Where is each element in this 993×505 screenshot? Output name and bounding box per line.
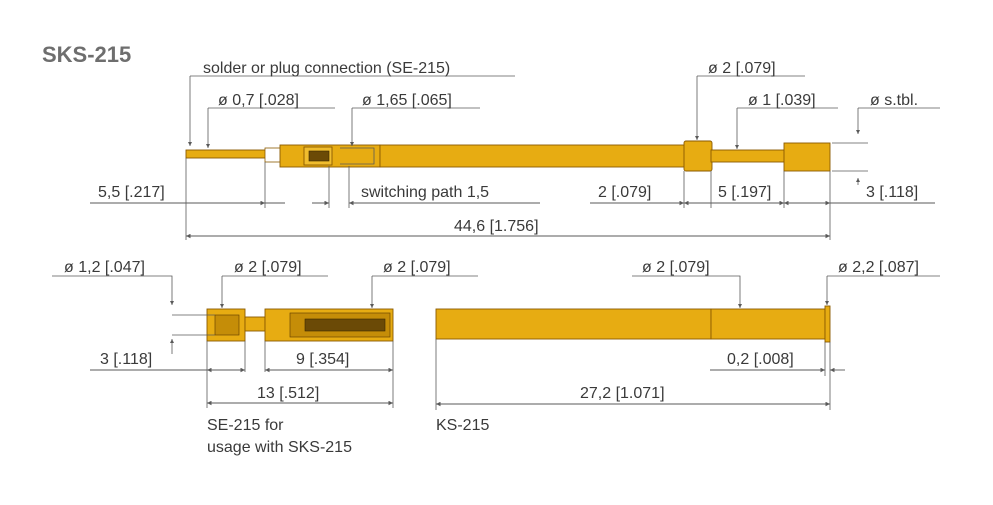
ks-caption: KS-215 bbox=[436, 417, 489, 434]
d2-ks-label: ø 2 [.079] bbox=[642, 259, 710, 276]
d1-label: ø 1 [.039] bbox=[748, 92, 816, 109]
switching-label: switching path 1,5 bbox=[361, 184, 489, 201]
d2-se-b-label: ø 2 [.079] bbox=[383, 259, 451, 276]
shaft bbox=[710, 149, 786, 163]
d12-label: ø 1,2 [.047] bbox=[64, 259, 145, 276]
se-caption-line1: SE-215 for bbox=[207, 417, 284, 434]
d2-top-label: ø 2 [.079] bbox=[708, 60, 776, 77]
dstbl-label: ø s.tbl. bbox=[870, 92, 918, 109]
switching-spring bbox=[308, 150, 330, 162]
l3-se-label: 3 [.118] bbox=[100, 351, 152, 368]
solder-plug-label: solder or plug connection (SE-215) bbox=[203, 60, 450, 77]
ks-215-part: ø 2 [.079] ø 2,2 [.087] 0,2 [.008] 27,2 … bbox=[435, 259, 940, 434]
main-barrel bbox=[379, 144, 686, 168]
d22-label: ø 2,2 [.087] bbox=[838, 259, 919, 276]
ks-barrel-right bbox=[710, 308, 826, 340]
se-caption-line2: usage with SKS-215 bbox=[207, 439, 352, 456]
ks-barrel-left bbox=[435, 308, 712, 340]
se-neck bbox=[244, 316, 266, 332]
d07-label: ø 0,7 [.028] bbox=[218, 92, 299, 109]
ks-flange bbox=[824, 305, 831, 343]
l9-label: 9 [.354] bbox=[296, 351, 349, 368]
collar bbox=[683, 140, 713, 172]
l02-label: 0,2 [.008] bbox=[727, 351, 794, 368]
l13-label: 13 [.512] bbox=[257, 385, 319, 402]
se-215-part: ø 1,2 [.047] ø 2 [.079] ø 2 [.079] 3 [.1… bbox=[52, 259, 478, 456]
se-spring bbox=[304, 318, 386, 332]
l55-label: 5,5 [.217] bbox=[98, 184, 165, 201]
l272-label: 27,2 [1.071] bbox=[580, 385, 665, 402]
l5-label: 5 [.197] bbox=[718, 184, 771, 201]
switching-housing-outline bbox=[340, 147, 375, 165]
sks-215-assembly: solder or plug connection (SE-215) ø 0,7… bbox=[90, 60, 940, 240]
pin-tip bbox=[185, 149, 267, 159]
l2-label: 2 [.079] bbox=[598, 184, 651, 201]
l3-top-label: 3 [.118] bbox=[866, 184, 918, 201]
d165-label: ø 1,65 [.065] bbox=[362, 92, 452, 109]
l446-label: 44,6 [1.756] bbox=[454, 218, 539, 235]
d2-se-a-label: ø 2 [.079] bbox=[234, 259, 302, 276]
se-socket-bore bbox=[214, 314, 240, 336]
product-title: SKS-215 bbox=[42, 42, 131, 67]
head bbox=[783, 142, 831, 172]
insulator-ring bbox=[264, 147, 282, 163]
